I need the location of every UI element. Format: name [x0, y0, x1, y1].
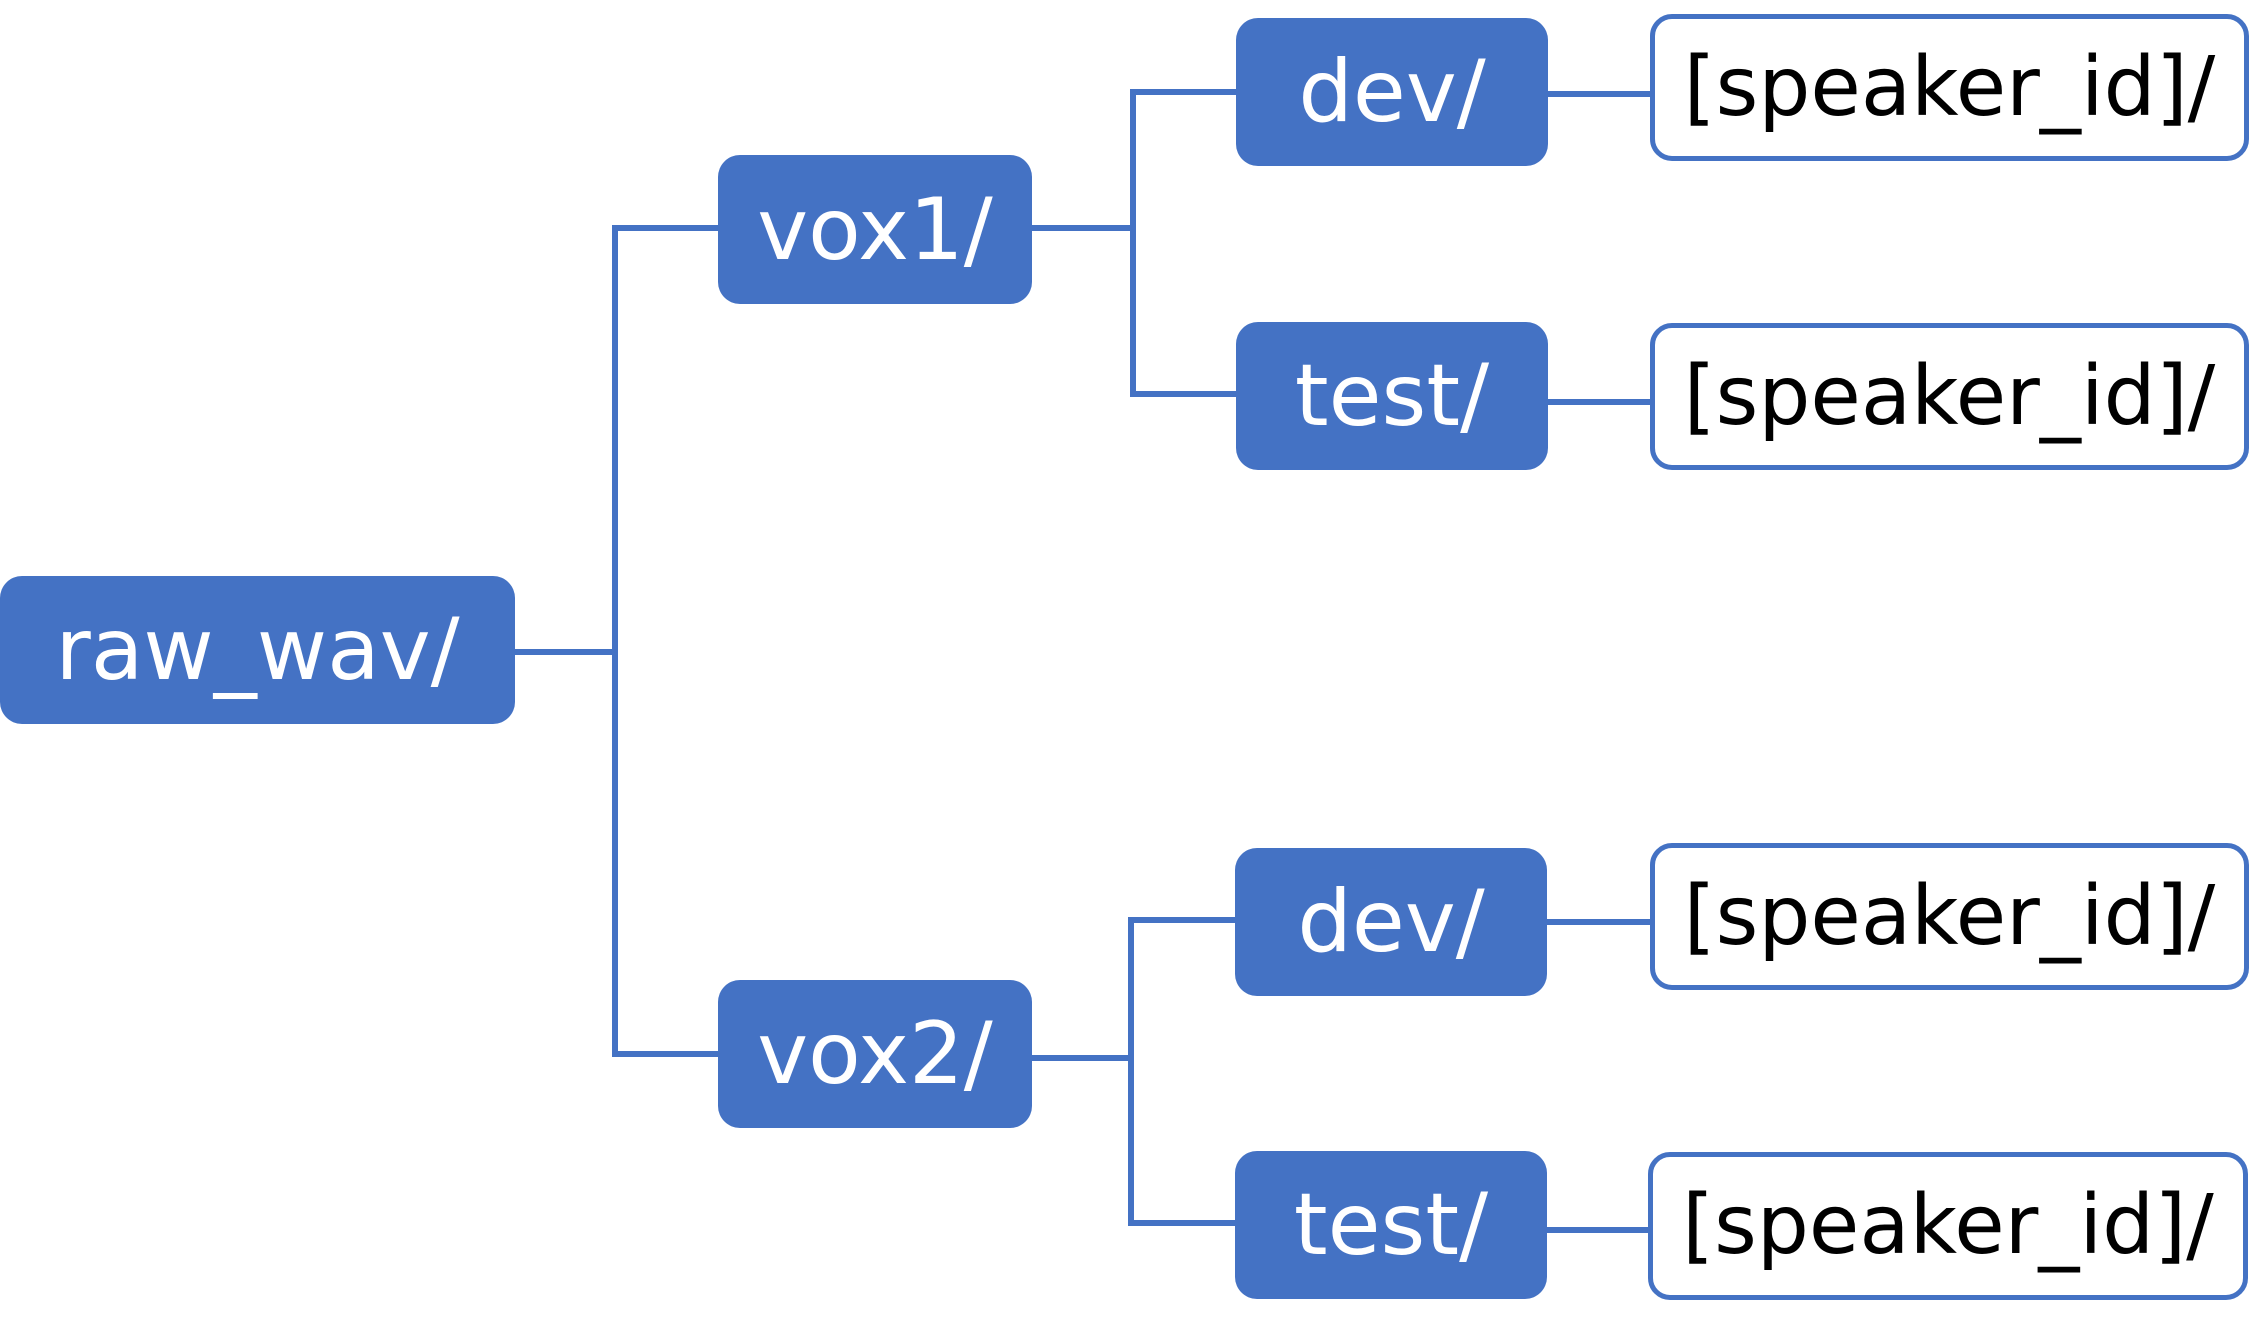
folder-label: [speaker_id]/: [1682, 1178, 2214, 1273]
folder-node-speaker-id: [speaker_id]/: [1648, 1152, 2248, 1300]
folder-node-raw-wav: raw_wav/: [0, 576, 515, 724]
folder-node-vox1-dev: dev/: [1236, 18, 1548, 166]
folder-label: vox2/: [757, 1004, 993, 1104]
folder-label: [speaker_id]/: [1683, 348, 2216, 444]
folder-label: [speaker_id]/: [1683, 868, 2216, 964]
folder-node-vox2-test: test/: [1235, 1151, 1547, 1299]
folder-label: raw_wav/: [55, 600, 460, 700]
folder-label: [speaker_id]/: [1683, 39, 2216, 135]
folder-node-vox1-test: test/: [1236, 322, 1548, 470]
folder-node-speaker-id: [speaker_id]/: [1650, 323, 2249, 470]
folder-node-vox2: vox2/: [718, 980, 1032, 1128]
folder-label: vox1/: [757, 179, 993, 280]
folder-node-speaker-id: [speaker_id]/: [1650, 14, 2249, 161]
folder-label: test/: [1294, 346, 1490, 446]
folder-label: dev/: [1298, 42, 1486, 142]
folder-label: dev/: [1297, 872, 1485, 972]
folder-node-vox1: vox1/: [718, 155, 1032, 304]
folder-label: test/: [1293, 1175, 1489, 1275]
folder-node-speaker-id: [speaker_id]/: [1650, 843, 2249, 990]
folder-node-vox2-dev: dev/: [1235, 848, 1547, 996]
